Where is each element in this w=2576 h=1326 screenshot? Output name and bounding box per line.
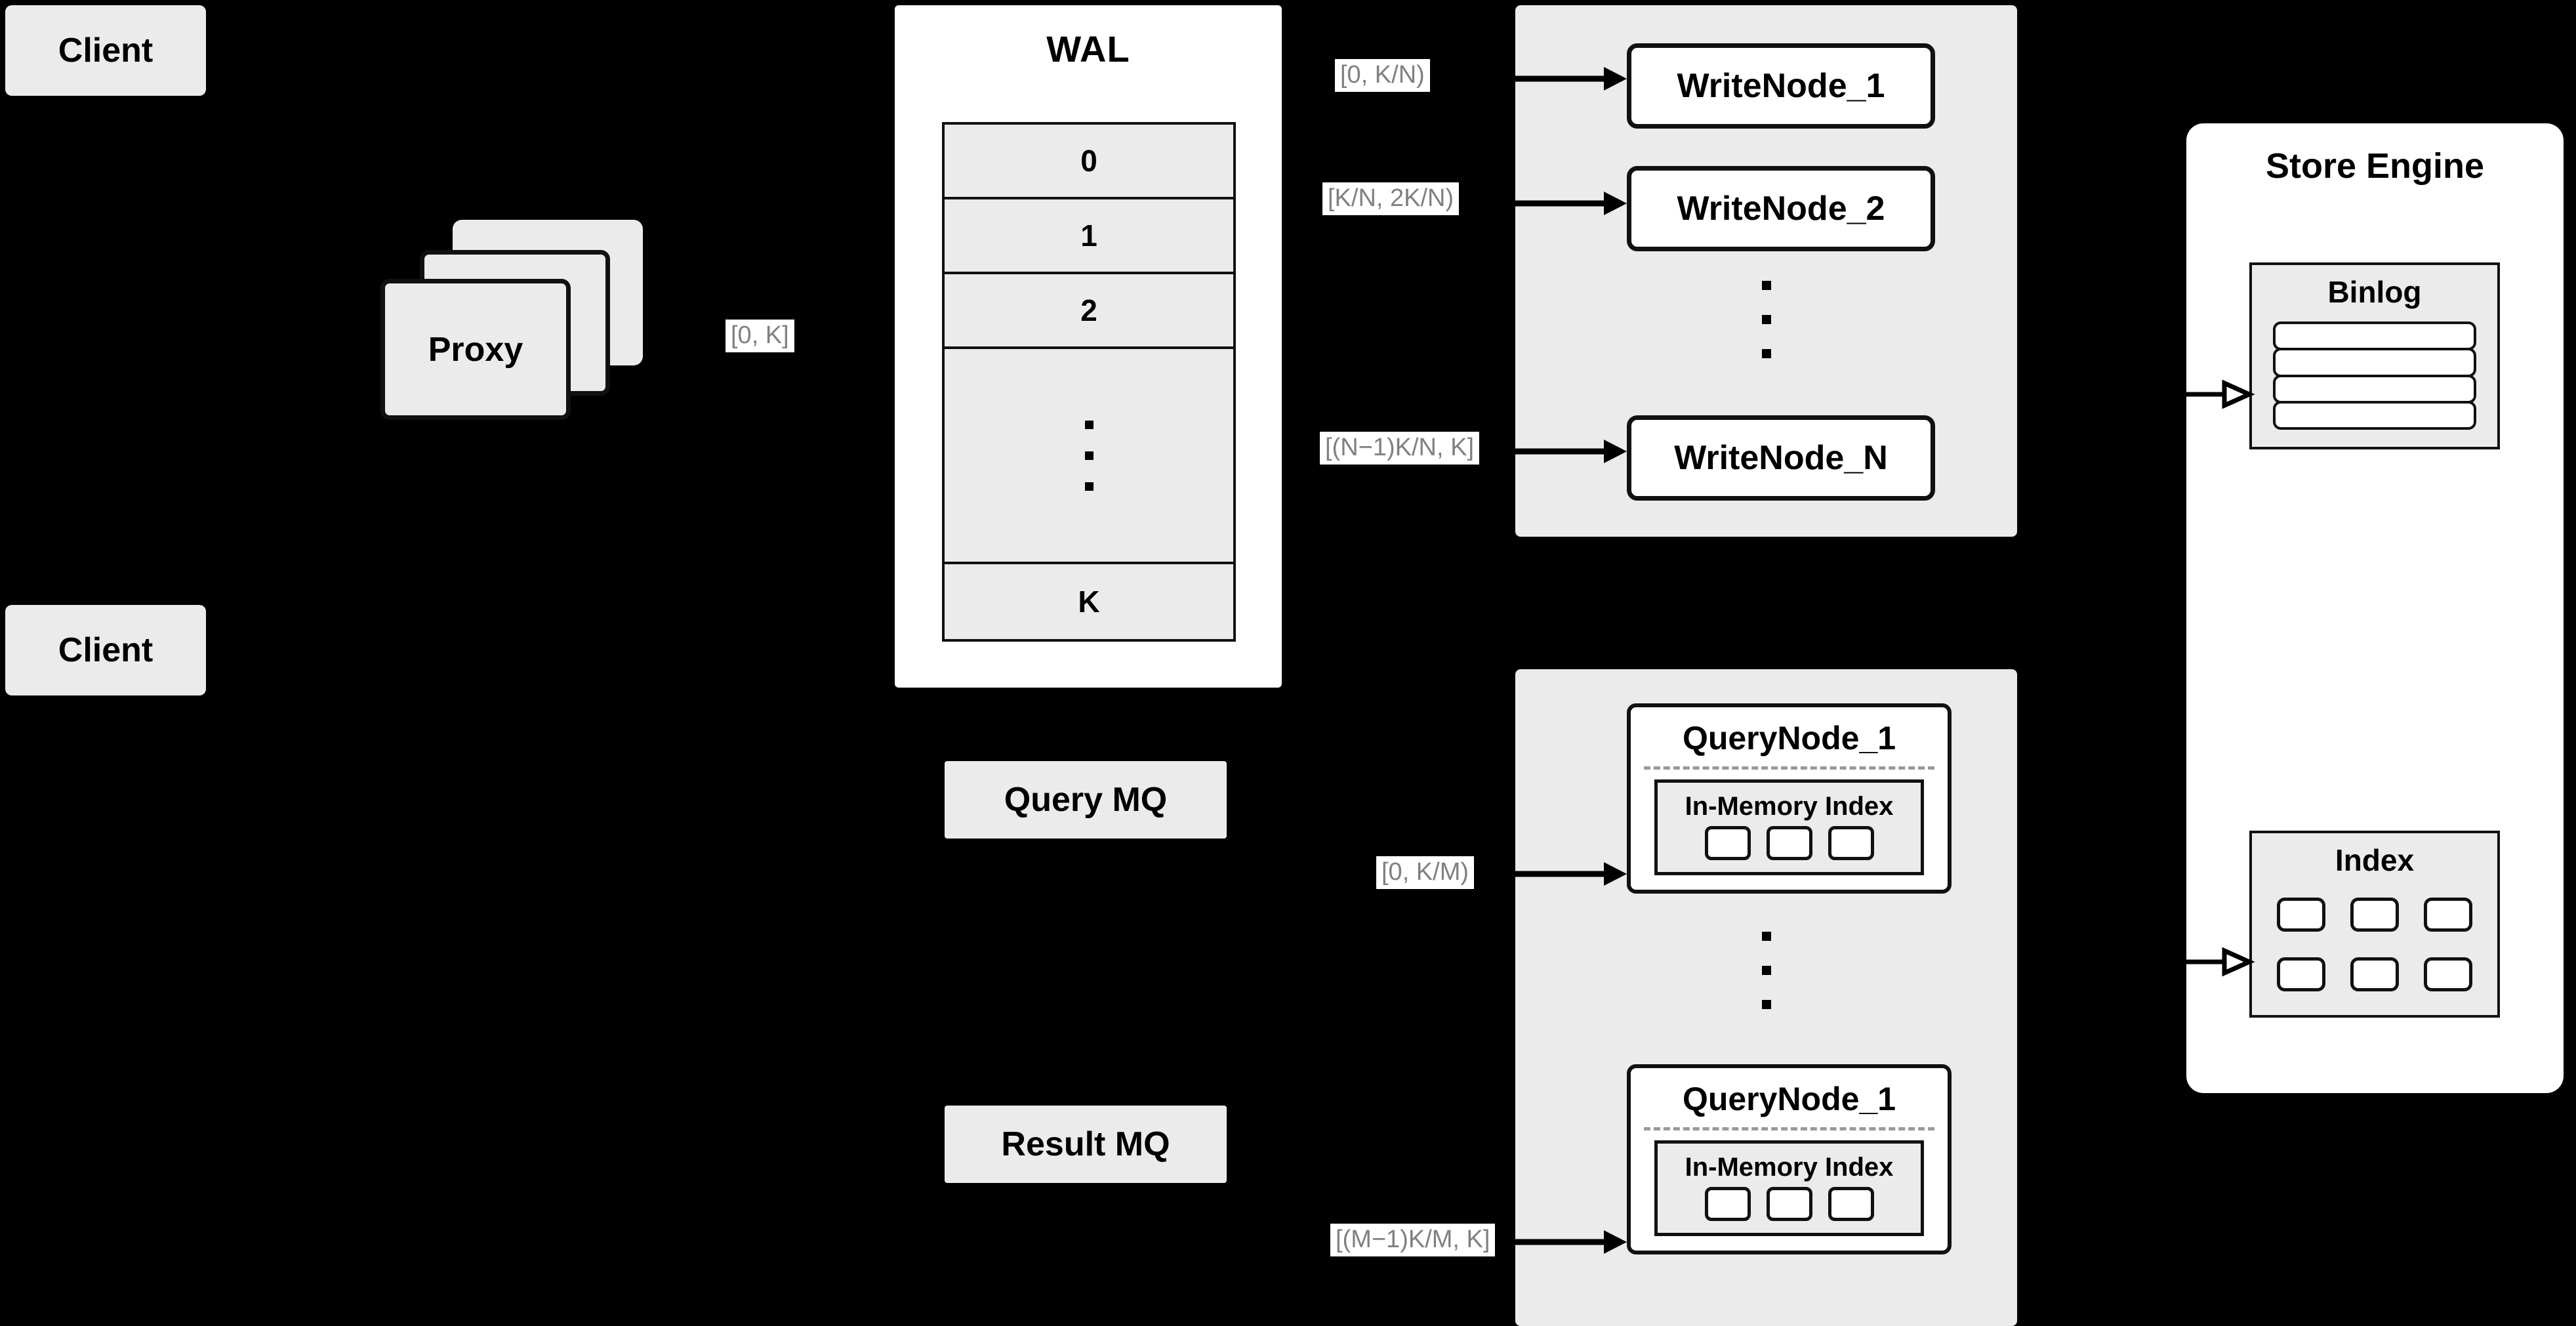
- store-engine-panel: Store Engine Binlog Index: [2186, 123, 2564, 1093]
- ellipsis-dot: [1761, 966, 1771, 975]
- index-cell-grid: [2269, 890, 2480, 999]
- index-cell: [1704, 1187, 1751, 1221]
- write-node-1[interactable]: WriteNode_1: [1627, 43, 1935, 129]
- index-cell: [1766, 826, 1812, 860]
- binlog-box: Binlog: [2249, 262, 2500, 449]
- ellipsis-dot: [1761, 932, 1771, 941]
- result-mq-box[interactable]: Result MQ: [945, 1106, 1227, 1183]
- ellipsis-dot: [1761, 349, 1771, 358]
- query-node-ellipsis: [1515, 932, 2017, 1009]
- query-node-m-label: QueryNode_1: [1682, 1081, 1896, 1117]
- binlog-row: [2273, 348, 2476, 377]
- wal-ellipsis-dot: [1084, 420, 1094, 429]
- in-memory-index-1-label: In-Memory Index: [1685, 792, 1894, 821]
- arrow-to-write-node-n: [1515, 440, 1627, 463]
- arrow-to-write-node-2: [1515, 192, 1627, 215]
- query-node-1-label: QueryNode_1: [1682, 720, 1896, 756]
- edge-label-write-node-2: [K/N, 2K/N): [1322, 182, 1460, 215]
- client-box-2[interactable]: Client: [5, 605, 206, 695]
- ellipsis-dot: [1761, 1000, 1771, 1009]
- write-node-1-label: WriteNode_1: [1677, 67, 1885, 105]
- client-label-1: Client: [58, 31, 153, 70]
- write-node-n-label: WriteNode_N: [1674, 439, 1888, 477]
- binlog-row: [2273, 374, 2476, 404]
- binlog-row-list: [2273, 321, 2476, 430]
- arrow-to-query-node-m: [1515, 1230, 1627, 1254]
- store-engine-title: Store Engine: [2265, 146, 2485, 186]
- index-cell: [1828, 826, 1874, 860]
- query-node-m-separator: [1644, 1127, 1934, 1130]
- edge-label-proxy-to-wal: [0, K]: [726, 320, 794, 352]
- edge-label-query-node-m: [(M−1)K/M, K]: [1330, 1224, 1496, 1256]
- binlog-title: Binlog: [2327, 275, 2422, 309]
- result-mq-label: Result MQ: [1001, 1125, 1170, 1163]
- index-cell: [2277, 957, 2325, 992]
- binlog-row: [2273, 400, 2476, 430]
- wal-entry-1: 1: [945, 199, 1233, 274]
- in-memory-index-1: In-Memory Index: [1654, 779, 1924, 875]
- edge-label-write-node-1: [0, K/N): [1335, 59, 1430, 92]
- wal-entry-list: 0 1 2 K: [942, 122, 1236, 642]
- wal-entry-2: 2: [945, 274, 1233, 349]
- proxy-label: Proxy: [428, 330, 523, 369]
- query-node-group: QueryNode_1 In-Memory Index QueryNode_1 …: [1515, 669, 2017, 1326]
- query-node-1[interactable]: QueryNode_1 In-Memory Index: [1627, 703, 1952, 894]
- ellipsis-dot: [1761, 281, 1771, 290]
- arrow-to-index: [2186, 947, 2255, 977]
- arrow-to-query-node-1: [1515, 862, 1627, 886]
- index-cell: [1766, 1187, 1812, 1221]
- client-label-2: Client: [58, 631, 153, 669]
- wal-entry-k: K: [1078, 585, 1100, 619]
- index-cell: [2424, 897, 2472, 932]
- write-node-group: WriteNode_1 WriteNode_2 WriteNode_N: [1515, 5, 2017, 537]
- arrow-to-binlog: [2186, 379, 2255, 409]
- query-node-1-separator: [1644, 766, 1934, 770]
- index-title: Index: [2335, 843, 2415, 877]
- write-node-2-label: WriteNode_2: [1677, 190, 1885, 228]
- index-cell: [2350, 957, 2399, 992]
- index-box: Index: [2249, 831, 2500, 1018]
- query-mq-label: Query MQ: [1004, 781, 1168, 819]
- wal-entry-0: 0: [945, 125, 1233, 199]
- wal-panel: WAL 0 1 2 K: [895, 5, 1282, 688]
- wal-title: WAL: [1046, 28, 1130, 70]
- index-cell: [2350, 897, 2399, 932]
- write-node-n[interactable]: WriteNode_N: [1627, 415, 1935, 501]
- wal-ellipsis-dot: [1084, 482, 1094, 491]
- index-cell: [2277, 897, 2325, 932]
- edge-label-query-node-1: [0, K/M): [1376, 856, 1475, 889]
- client-box-1[interactable]: Client: [5, 5, 206, 96]
- query-mq-box[interactable]: Query MQ: [945, 761, 1227, 839]
- write-node-ellipsis: [1515, 281, 2017, 358]
- in-memory-index-m-cells: [1658, 1187, 1921, 1221]
- query-node-m[interactable]: QueryNode_1 In-Memory Index: [1627, 1064, 1952, 1254]
- index-cell: [1828, 1187, 1874, 1221]
- proxy-stack[interactable]: Proxy: [380, 220, 669, 423]
- in-memory-index-m: In-Memory Index: [1654, 1140, 1924, 1236]
- index-cell: [1704, 826, 1751, 860]
- wal-ellipsis-dot: [1084, 451, 1094, 460]
- arrow-to-write-node-1: [1515, 67, 1627, 91]
- index-cell: [2424, 957, 2472, 992]
- write-node-2[interactable]: WriteNode_2: [1627, 166, 1935, 251]
- ellipsis-dot: [1761, 315, 1771, 324]
- in-memory-index-m-label: In-Memory Index: [1685, 1153, 1894, 1182]
- proxy-card-front[interactable]: Proxy: [380, 279, 571, 420]
- edge-label-write-node-n: [(N−1)K/N, K]: [1320, 432, 1479, 465]
- binlog-row: [2273, 321, 2476, 351]
- in-memory-index-1-cells: [1658, 826, 1921, 860]
- wal-entry-ellipsis: [945, 349, 1233, 564]
